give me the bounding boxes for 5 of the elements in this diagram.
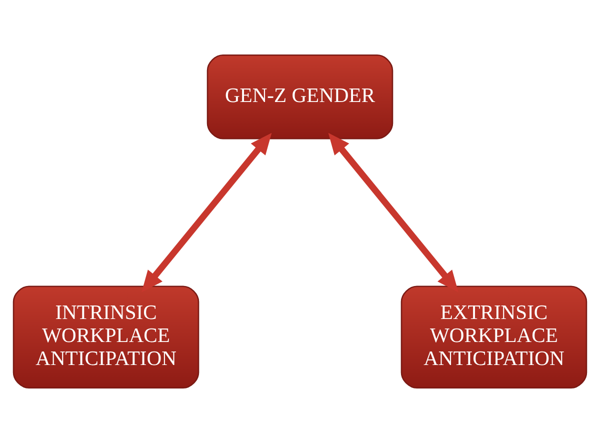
arrow [328, 132, 458, 292]
node-box: EXTRINSIC WORKPLACE ANTICIPATION [400, 286, 588, 388]
node-box: GEN-Z GENDER [206, 54, 394, 140]
node-box: INTRINSIC WORKPLACE ANTICIPATION [12, 286, 200, 388]
arrow [142, 132, 272, 292]
